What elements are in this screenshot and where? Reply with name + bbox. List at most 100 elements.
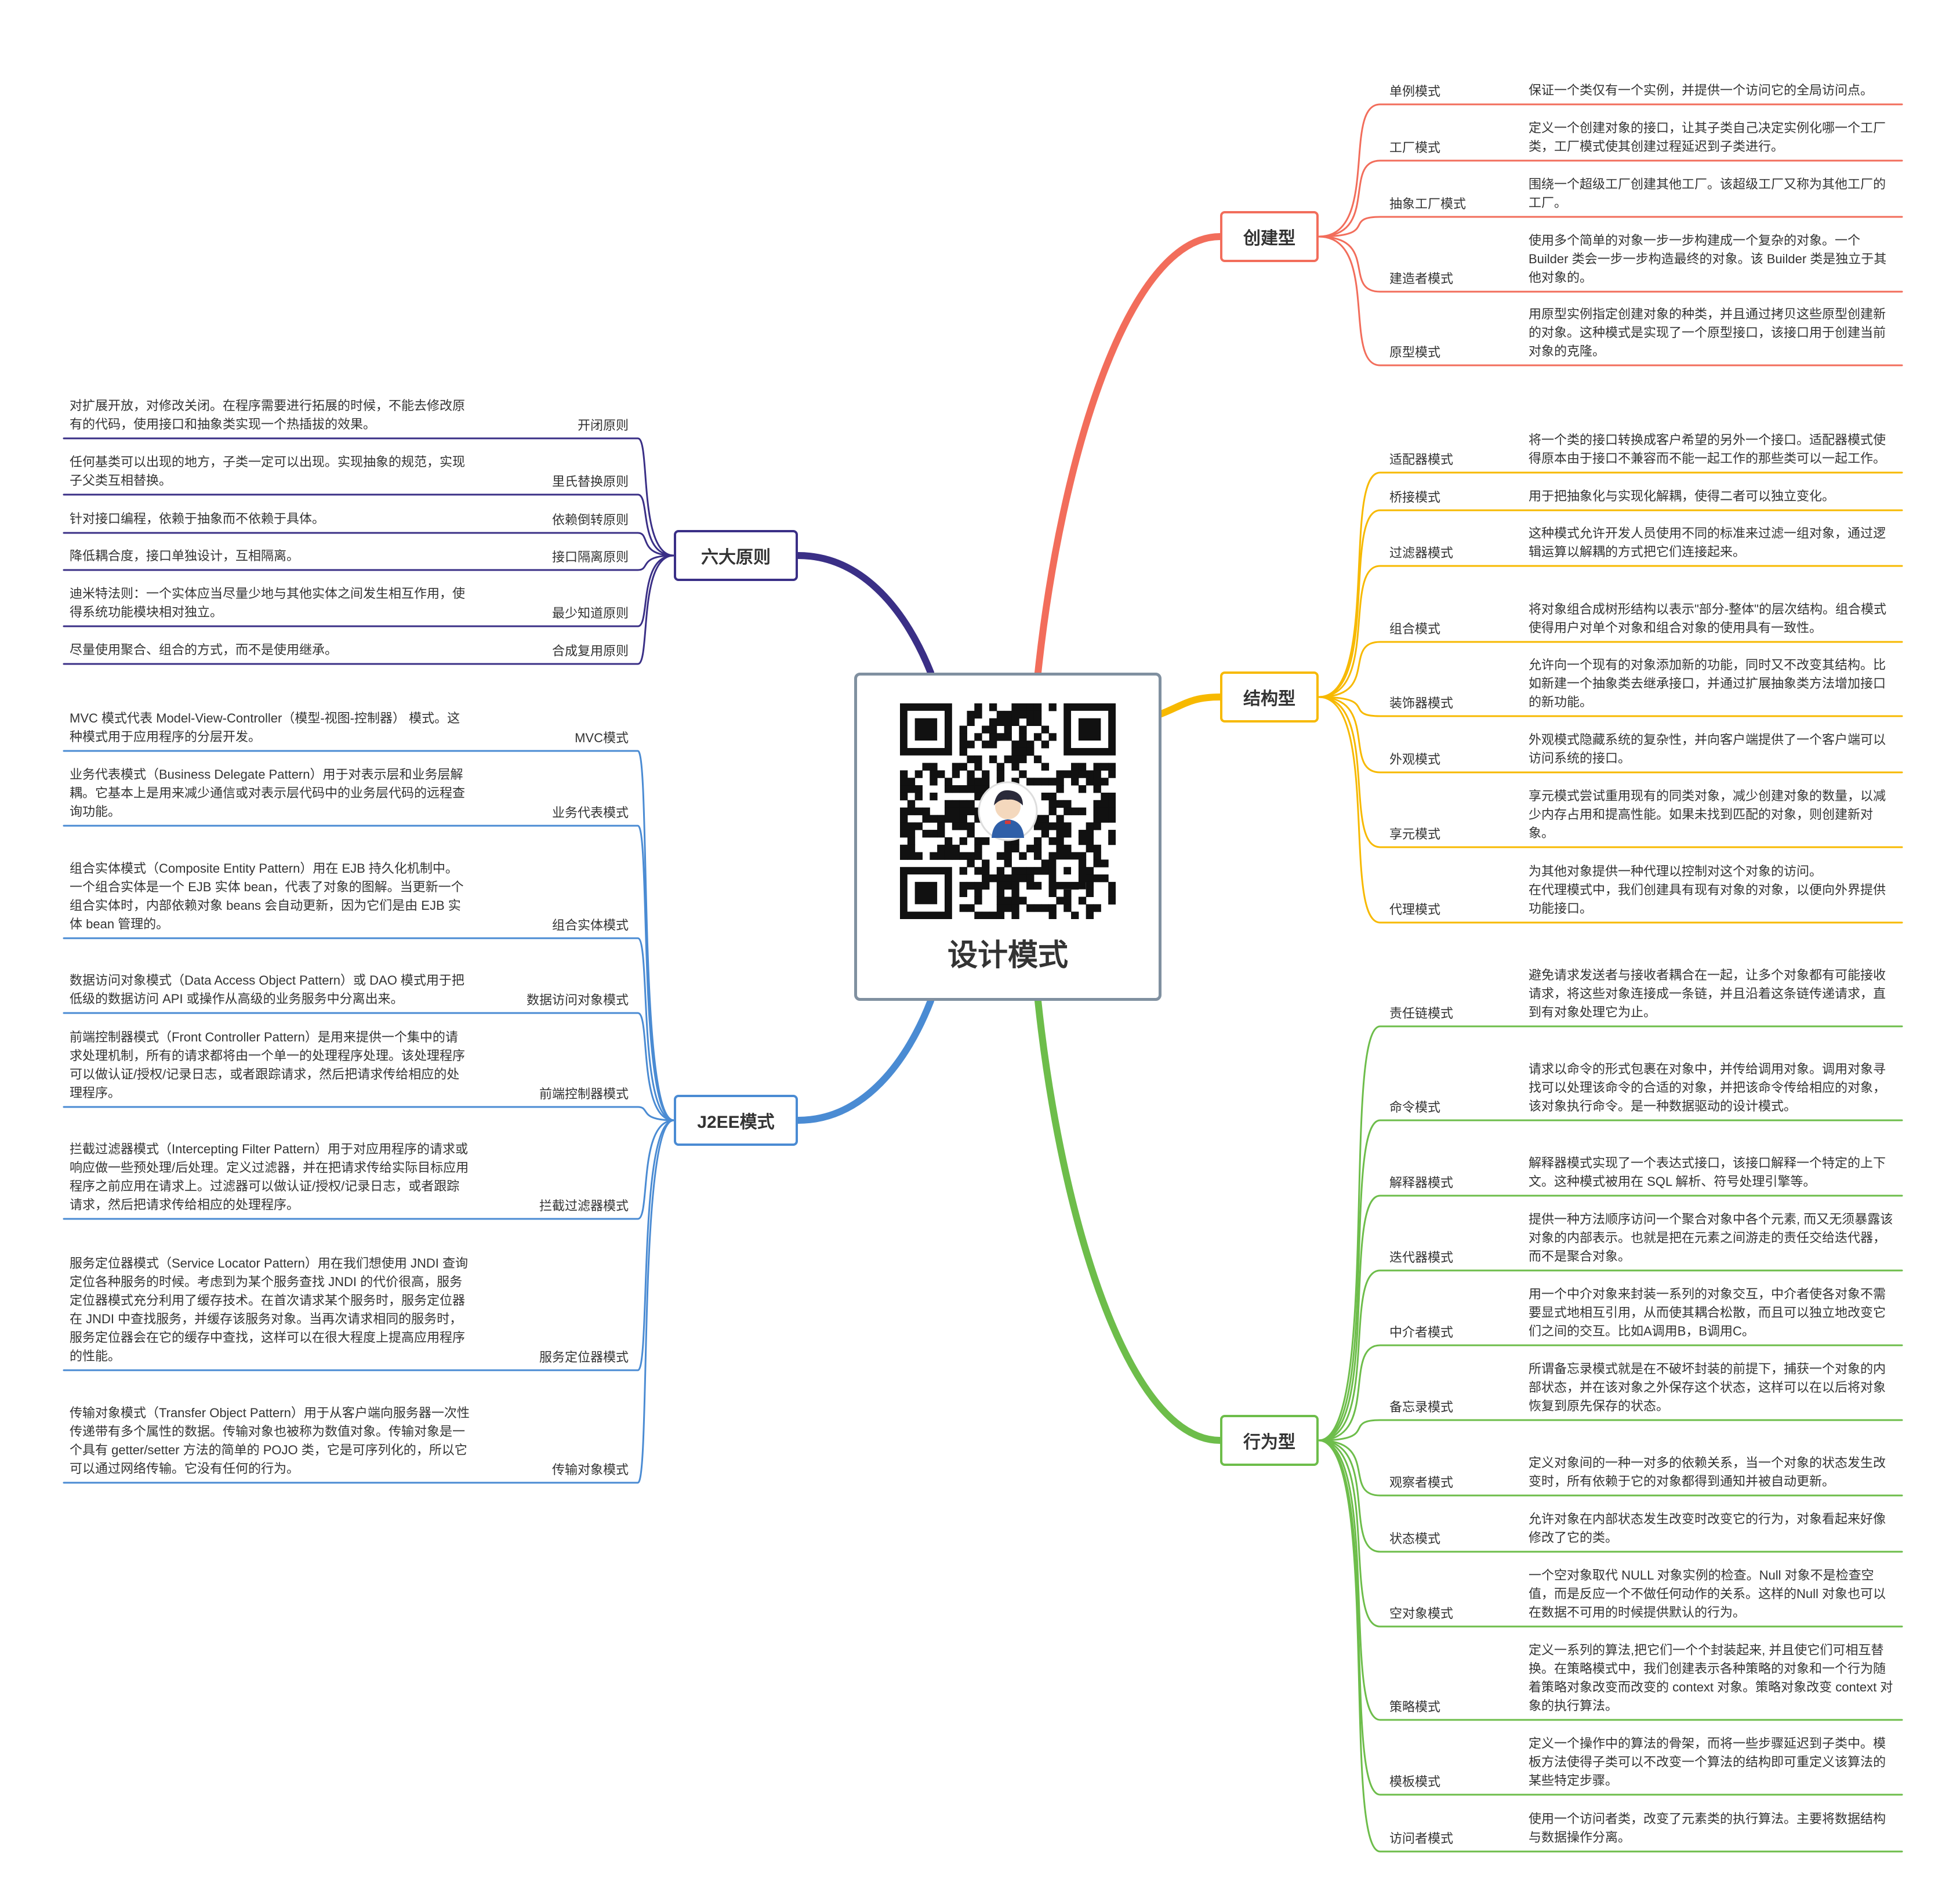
qr-module xyxy=(989,912,997,919)
qr-module xyxy=(952,815,960,823)
qr-module xyxy=(930,815,938,823)
principle-name: 业务代表模式 xyxy=(551,805,629,820)
qr-module xyxy=(967,710,975,719)
pattern-name: 适配器模式 xyxy=(1389,452,1454,467)
qr-module xyxy=(1108,830,1116,838)
qr-module xyxy=(974,733,982,741)
qr-module xyxy=(996,710,1005,719)
pattern-description: 定义一系列的算法,把它们一个个封装起来, 并且使它们可相互替换。在策略模式中，我… xyxy=(1529,1643,1893,1713)
qr-module xyxy=(1064,822,1072,830)
qr-module xyxy=(967,859,975,867)
pattern-description: 使用一个访问者类，改变了元素类的执行算法。主要将数据结构与数据操作分离。 xyxy=(1529,1811,1886,1845)
qr-module xyxy=(907,830,916,838)
qr-module xyxy=(1048,703,1057,711)
branch-creational[interactable]: 创建型 xyxy=(1220,211,1319,262)
qr-module xyxy=(974,755,982,764)
pattern-description: 解释器模式实现了一个表达式接口，该接口解释一个特定的上下文。这种模式被用在 SQ… xyxy=(1529,1156,1886,1189)
qr-module xyxy=(996,896,1005,905)
pattern-name: 策略模式 xyxy=(1389,1700,1441,1714)
qr-module xyxy=(944,800,953,808)
qr-module xyxy=(914,807,923,815)
avatar-body xyxy=(992,819,1024,838)
qr-module xyxy=(1019,740,1027,749)
central-topic[interactable]: 设计模式 xyxy=(854,673,1162,1001)
qr-module xyxy=(1056,778,1064,786)
principle-description: 拦截过滤器模式（Intercepting Filter Pattern）用于对应… xyxy=(70,1142,469,1212)
connector-line xyxy=(1317,1439,1520,1853)
pattern-description: 定义对象间的一种一对多的依赖关系，当一个对象的状态发生改变时，所有依赖于它的对象… xyxy=(1529,1455,1886,1489)
pattern-description: 享元模式尝试重用现有的同类对象，减少创建对象的数量，以减少内存占用和提高性能。如… xyxy=(1529,789,1886,840)
qr-module xyxy=(959,904,967,912)
qr-module xyxy=(900,778,908,786)
qr-module xyxy=(989,755,997,764)
qr-module xyxy=(982,770,990,778)
qr-module xyxy=(1019,725,1027,734)
qr-module xyxy=(1011,763,1019,771)
branch-structural[interactable]: 结构型 xyxy=(1220,671,1319,723)
pattern-description: 避免请求发送者与接收者耦合在一起，让多个对象都有可能接收请求，将这些对象连接成一… xyxy=(1529,968,1886,1019)
qr-module xyxy=(959,763,967,771)
qr-module xyxy=(952,800,960,808)
qr-module xyxy=(1004,718,1012,726)
qr-module xyxy=(967,718,975,726)
qr-module xyxy=(1033,733,1042,741)
avatar-face xyxy=(995,794,1021,819)
qr-module xyxy=(996,852,1005,860)
connector-line xyxy=(1317,235,1520,366)
qr-module xyxy=(914,785,923,793)
principle-name: 传输对象模式 xyxy=(551,1462,629,1477)
qr-module xyxy=(959,867,967,875)
principle-description: 对扩展开放，对修改关闭。在程序需要进行拓展的时候，不能去修改原有的代码，使用接口… xyxy=(70,398,466,431)
qr-module xyxy=(1033,881,1042,890)
qr-module xyxy=(1026,904,1035,912)
qr-module xyxy=(996,874,1005,883)
pattern-description: 一个空对象取代 NULL 对象实例的检查。Null 对象不是检查空值，而是反应一… xyxy=(1529,1568,1886,1620)
branch-principles[interactable]: 六大原则 xyxy=(674,530,798,581)
qr-module xyxy=(959,800,967,808)
qr-module xyxy=(959,747,967,756)
qr-module xyxy=(952,807,960,815)
pattern-name: 组合模式 xyxy=(1389,622,1441,636)
branch-behavioral[interactable]: 行为型 xyxy=(1220,1415,1319,1466)
qr-module xyxy=(1101,763,1109,771)
pattern-name: 备忘录模式 xyxy=(1389,1400,1454,1414)
qr-module xyxy=(1019,747,1027,756)
qr-module xyxy=(1011,889,1019,898)
qr-module xyxy=(930,830,938,838)
qr-module xyxy=(982,874,990,883)
qr-module xyxy=(914,822,923,830)
connector-line xyxy=(1317,235,1520,293)
qr-module xyxy=(1041,859,1050,867)
qr-module xyxy=(959,881,967,890)
qr-module xyxy=(1026,867,1035,875)
qr-module xyxy=(1048,733,1057,741)
qr-module xyxy=(952,844,960,853)
qr-module xyxy=(996,867,1005,875)
qr-module xyxy=(1093,770,1101,778)
pattern-description: 将一个类的接口转换成客户希望的另外一个接口。适配器模式使得原本由于接口不兼容而不… xyxy=(1529,433,1886,466)
pattern-name: 桥接模式 xyxy=(1389,490,1441,504)
principle-name: 接口隔离原则 xyxy=(551,550,629,564)
qr-module xyxy=(907,778,916,786)
principle-name: MVC模式 xyxy=(575,731,629,745)
qr-module xyxy=(1004,896,1012,905)
qr-module xyxy=(914,770,923,778)
qr-module xyxy=(1011,874,1019,883)
qr-module xyxy=(1101,800,1109,808)
connector-line xyxy=(1317,1439,1520,1497)
connector-line xyxy=(480,1012,675,1121)
qr-module xyxy=(1078,807,1087,815)
qr-module xyxy=(900,770,908,778)
qr-module xyxy=(1019,703,1027,711)
pattern-description: 允许对象在内部状态发生改变时改变它的行为，对象看起来好像修改了它的类。 xyxy=(1529,1512,1886,1545)
pattern-name: 外观模式 xyxy=(1389,752,1441,767)
qr-module xyxy=(907,807,916,815)
qr-module xyxy=(1101,778,1109,786)
qr-module xyxy=(1056,815,1064,823)
qr-module xyxy=(937,822,945,830)
qr-module xyxy=(1026,844,1035,853)
qr-module xyxy=(1086,881,1094,890)
branch-j2ee[interactable]: J2EE模式 xyxy=(674,1095,798,1146)
qr-module xyxy=(900,785,908,793)
qr-module xyxy=(1071,778,1079,786)
